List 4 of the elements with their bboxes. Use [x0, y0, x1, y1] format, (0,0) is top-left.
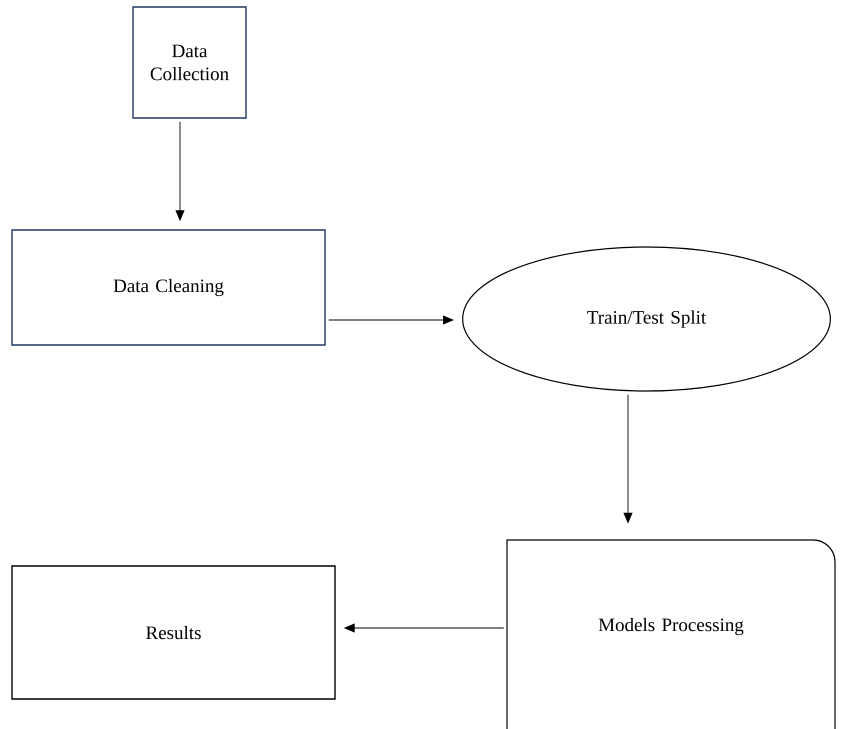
process-box: Data Collection — [132, 6, 247, 119]
process-box: Data Cleaning — [11, 229, 326, 346]
rounded-box: Models Processing — [506, 539, 836, 729]
process-box: Results — [11, 565, 336, 700]
